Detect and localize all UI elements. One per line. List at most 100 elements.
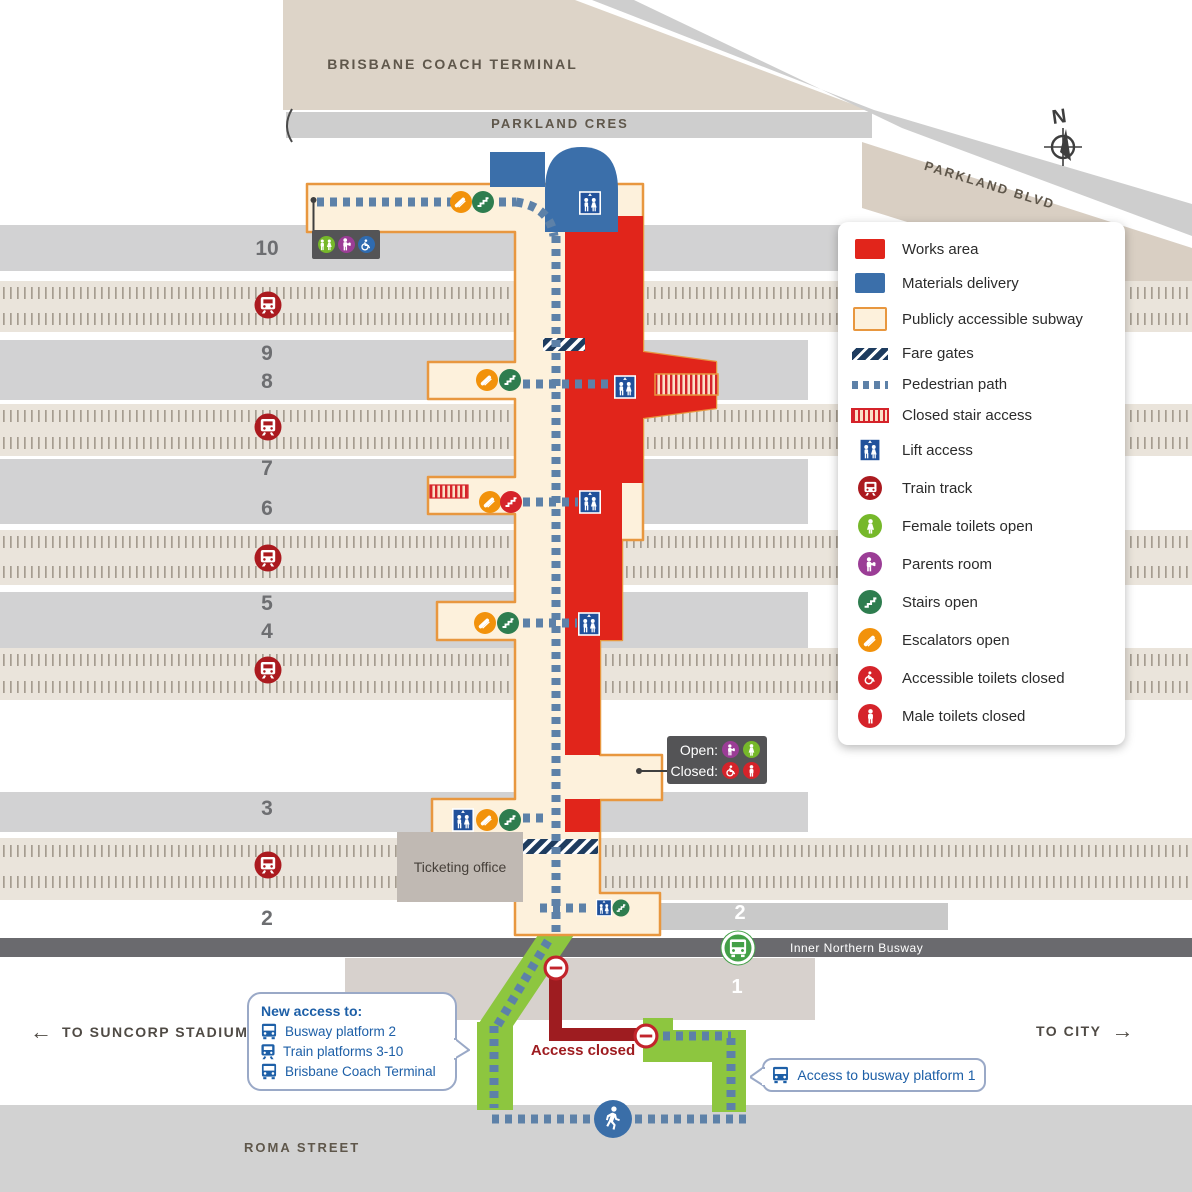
new-access-callout: New access to: Busway platform 2 Train p… xyxy=(247,992,470,1091)
legend-row: Fare gates xyxy=(838,345,1125,362)
callout-pointer xyxy=(454,1038,470,1060)
legend-row: Stairs open xyxy=(838,590,1125,614)
legend-row: Accessible toilets closed xyxy=(838,666,1125,690)
legend-row: Male toilets closed xyxy=(838,704,1125,728)
parents-room-icon xyxy=(337,236,355,253)
closed-stair-hatches xyxy=(429,373,719,499)
stairs-closed-icon xyxy=(500,491,522,513)
male-icon xyxy=(858,704,882,728)
parents-room-icon xyxy=(722,741,739,758)
stairs-open-icons xyxy=(472,191,630,917)
busway-stop-icon xyxy=(720,930,756,966)
bus-icon xyxy=(261,1023,277,1040)
platform-label-1: 1 xyxy=(731,976,743,998)
compass-n-label: N xyxy=(1050,105,1068,129)
train-track-icons xyxy=(254,291,282,879)
new-access-item: Train platforms 3-10 xyxy=(261,1043,443,1060)
busway-label: Inner Northern Busway xyxy=(790,941,924,955)
legend-label: Pedestrian path xyxy=(902,376,1008,393)
legend-label: Accessible toilets closed xyxy=(902,669,1065,687)
stairs-icon xyxy=(858,590,882,614)
legend-label: Fare gates xyxy=(902,345,974,362)
compass-icon xyxy=(1044,128,1082,166)
access-closed-label: Access closed xyxy=(530,1042,636,1059)
legend-label: Materials delivery xyxy=(902,274,1019,292)
arrow-left-icon: ← xyxy=(30,1019,52,1044)
accessible-toilets-closed-icon xyxy=(722,762,739,779)
closed-stair-swatch xyxy=(851,408,889,423)
platform-label-5: 5 xyxy=(261,592,273,615)
male-toilets-closed-icon xyxy=(743,762,760,779)
pedestrian-walk-icon xyxy=(594,1100,632,1138)
legend-label: Escalators open xyxy=(902,631,1010,649)
escalator-icon xyxy=(858,628,882,652)
materials-delivery-swatch xyxy=(855,273,885,293)
works-areas xyxy=(565,216,716,832)
legend-label: Works area xyxy=(902,240,979,258)
pedestrian-paths xyxy=(317,197,746,1124)
legend: Works area Materials delivery Publicly a… xyxy=(838,222,1125,745)
busway-platform1-callout: Access to busway platform 1 xyxy=(750,1058,986,1092)
platform-label-2-right: 2 xyxy=(734,902,746,924)
new-access-item: Brisbane Coach Terminal xyxy=(261,1063,443,1080)
toilets-open-icon xyxy=(317,236,335,253)
ticketing-office: Ticketing office xyxy=(397,832,523,902)
leader-lines xyxy=(310,197,667,774)
subway-swatch xyxy=(853,307,887,331)
closed-access-path xyxy=(549,966,641,1041)
platform-label-8: 8 xyxy=(261,370,273,393)
legend-row: Pedestrian path xyxy=(838,376,1125,393)
legend-row: Closed stair access xyxy=(838,407,1125,424)
tooltip-open-label: Open: xyxy=(679,741,718,758)
to-suncorp-direction: ← TO SUNCORP STADIUM xyxy=(30,1019,249,1044)
legend-row: Female toilets open xyxy=(838,514,1125,538)
callout-pointer xyxy=(750,1067,765,1087)
legend-label: Parents room xyxy=(902,555,993,573)
platform-label-9: 9 xyxy=(261,342,273,365)
busway-platform1-label: Access to busway platform 1 xyxy=(797,1067,976,1083)
new-access-item: Busway platform 2 xyxy=(261,1023,443,1040)
platform-label-4: 4 xyxy=(261,620,273,643)
parkland-cres-label: PARKLAND CRES xyxy=(491,116,629,131)
wheelchair-icon xyxy=(858,666,882,690)
escalator-open-icons xyxy=(450,191,501,831)
legend-row: Works area xyxy=(838,239,1125,259)
legend-row: Escalators open xyxy=(838,628,1125,652)
tooltip-closed-label: Closed: xyxy=(670,762,718,779)
female-toilets-icon xyxy=(743,741,760,758)
bus-icon xyxy=(772,1066,789,1084)
legend-label: Stairs open xyxy=(902,593,978,611)
legend-label: Train track xyxy=(902,479,973,497)
legend-label: Publicly accessible subway xyxy=(902,310,1083,328)
pedestrian-path-swatch xyxy=(852,380,888,389)
train-icon xyxy=(261,1043,275,1060)
open-closed-tooltip: Open: Closed: xyxy=(667,736,767,784)
parents-icon xyxy=(858,552,882,576)
legend-row: Lift access xyxy=(838,438,1125,462)
to-city-direction: TO CITY → xyxy=(1036,1018,1134,1043)
platform-label-6: 6 xyxy=(261,497,273,520)
accessible-toilets-open-icon xyxy=(357,236,375,253)
to-suncorp-label: TO SUNCORP STADIUM xyxy=(62,1024,249,1040)
fare-gates-swatch xyxy=(852,347,888,360)
train-icon xyxy=(858,476,882,500)
platform-label-7: 7 xyxy=(261,457,273,480)
new-access-title: New access to: xyxy=(261,1003,363,1019)
new-access-item-label: Train platforms 3-10 xyxy=(283,1044,404,1059)
coach-terminal-block xyxy=(283,0,868,110)
coach-terminal-label: BRISBANE COACH TERMINAL xyxy=(327,56,578,72)
legend-label: Female toilets open xyxy=(902,517,1033,535)
legend-label: Male toilets closed xyxy=(902,707,1026,725)
lift-icon xyxy=(859,438,881,462)
ticketing-office-label: Ticketing office xyxy=(413,859,507,875)
female-icon xyxy=(858,514,882,538)
legend-row: Publicly accessible subway xyxy=(838,307,1125,331)
busway-bar xyxy=(0,938,1192,957)
bus-icon xyxy=(261,1063,277,1080)
legend-row: Materials delivery xyxy=(838,273,1125,293)
arrow-right-icon: → xyxy=(1111,1018,1134,1043)
legend-label: Lift access xyxy=(902,441,973,459)
works-area-swatch xyxy=(855,239,885,259)
platform-label-10: 10 xyxy=(255,237,279,260)
